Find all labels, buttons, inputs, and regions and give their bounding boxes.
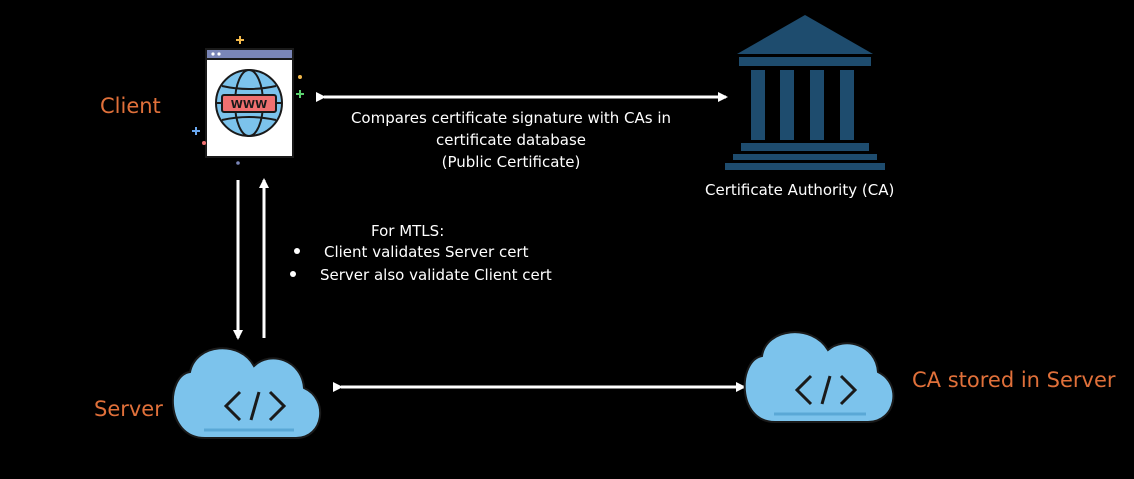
- compare-line: Compares certificate signature with CAs …: [350, 109, 672, 127]
- bullet-icon: [290, 270, 296, 277]
- compare-line: certificate database: [436, 131, 586, 149]
- compare-line: (Public Certificate): [441, 153, 581, 171]
- mtls-list: Client validates Server cert Server also…: [290, 241, 552, 287]
- certificate-authority-label: Certificate Authority (CA): [705, 181, 895, 199]
- bullet-icon: [294, 247, 300, 254]
- web-browser-www-icon: WWW: [192, 36, 304, 165]
- mtls-item-text: Server also validate Client cert: [320, 266, 552, 284]
- browser-www-text: WWW: [231, 98, 267, 111]
- mtls-item: Client validates Server cert: [290, 241, 552, 264]
- cloud-code-icon: [171, 347, 322, 439]
- client-label: Client: [100, 94, 161, 118]
- mtls-item-text: Client validates Server cert: [324, 243, 529, 261]
- ca-stored-label: CA stored in Server: [912, 368, 1116, 392]
- mtls-item: Server also validate Client cert: [290, 264, 552, 287]
- compare-description: Compares certificate signature with CAs …: [330, 107, 692, 173]
- cloud-code-icon: [743, 331, 895, 423]
- mtls-title: For MTLS:: [371, 222, 445, 240]
- bank-building-icon: [725, 15, 885, 170]
- server-label: Server: [94, 397, 163, 421]
